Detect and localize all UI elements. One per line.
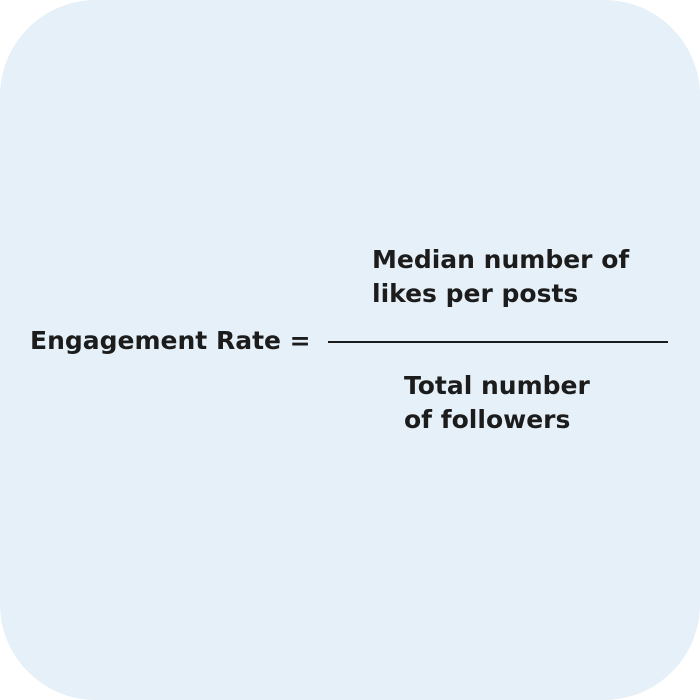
formula-lhs: Engagement Rate = [30,326,311,355]
numerator-line-2: likes per posts [372,279,579,308]
denominator-line-2: of followers [404,405,571,434]
fraction-bar [328,341,668,343]
formula-numerator: Median number of likes per posts [372,243,629,311]
numerator-line-1: Median number of [372,245,630,274]
formula-denominator: Total number of followers [404,369,590,437]
denominator-line-1: Total number [404,371,590,400]
